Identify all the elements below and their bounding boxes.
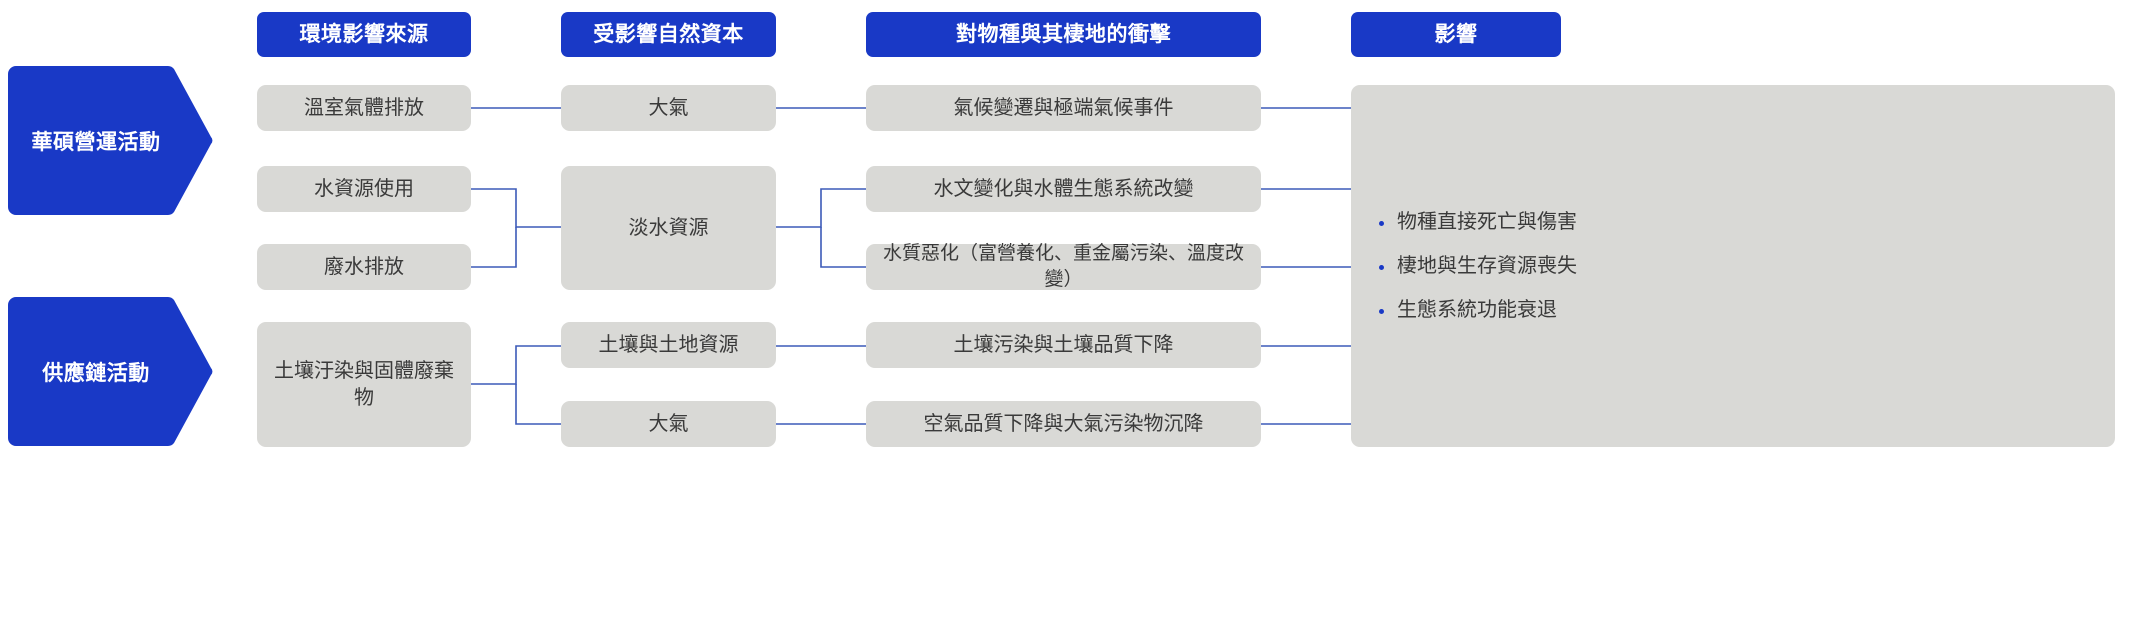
species-impact-box-hydrology-label: 水文變化與水體生態系統改變 [933, 177, 1194, 200]
chevron-shape-supply-chain [8, 297, 213, 446]
outcome-list: 物種直接死亡與傷害 棲地與生存資源喪失 生態系統功能衰退 [1375, 212, 1577, 320]
column-header-sources-label: 環境影響來源 [299, 22, 429, 46]
capital-box-freshwater-label: 淡水資源 [628, 216, 709, 239]
outcome-box: 物種直接死亡與傷害 棲地與生存資源喪失 生態系統功能衰退 [1351, 85, 2115, 447]
column-header-outcome-label: 影響 [1434, 22, 1478, 46]
driver-operations: 華碩營運活動 [8, 66, 213, 215]
species-impact-box-hydrology: 水文變化與水體生態系統改變 [866, 166, 1261, 212]
capital-box-atmosphere-top: 大氣 [561, 85, 776, 131]
source-box-soil-waste: 土壤汙染與固體廢棄物 [257, 322, 471, 447]
source-box-ghg: 溫室氣體排放 [257, 85, 471, 131]
source-box-ghg-label: 溫室氣體排放 [304, 96, 424, 119]
capital-box-soil-land-label: 土壤與土地資源 [598, 333, 739, 356]
outcome-list-item: 生態系統功能衰退 [1375, 300, 1577, 320]
species-impact-box-air-quality-label: 空氣品質下降與大氣污染物沉降 [923, 412, 1204, 435]
source-box-wastewater: 廢水排放 [257, 244, 471, 290]
species-impact-box-water-quality-label: 水質惡化（富營養化、重金屬污染、溫度改變） [882, 243, 1244, 290]
chevron-shape-operations [8, 66, 213, 215]
species-impact-box-soil-quality-label: 土壤污染與土壤品質下降 [953, 333, 1174, 356]
source-box-soil-waste-label: 土壤汙染與固體廢棄物 [274, 359, 454, 409]
capital-box-atmosphere-bottom-label: 大氣 [648, 412, 689, 435]
capital-box-atmosphere-top-label: 大氣 [648, 96, 689, 119]
column-header-natural-capital: 受影響自然資本 [561, 12, 776, 57]
source-box-wastewater-label: 廢水排放 [324, 255, 404, 278]
species-impact-box-climate: 氣候變遷與極端氣候事件 [866, 85, 1261, 131]
species-impact-box-climate-label: 氣候變遷與極端氣候事件 [953, 96, 1174, 119]
capital-box-atmosphere-bottom: 大氣 [561, 401, 776, 447]
column-header-outcome: 影響 [1351, 12, 1561, 57]
outcome-list-item: 物種直接死亡與傷害 [1375, 212, 1577, 232]
column-header-species-impact: 對物種與其棲地的衝擊 [866, 12, 1261, 57]
source-box-water-use: 水資源使用 [257, 166, 471, 212]
driver-supply-chain: 供應鏈活動 [8, 297, 213, 446]
capital-box-soil-land: 土壤與土地資源 [561, 322, 776, 368]
column-header-natural-capital-label: 受影響自然資本 [593, 22, 744, 46]
source-box-water-use-label: 水資源使用 [314, 177, 414, 200]
species-impact-box-water-quality: 水質惡化（富營養化、重金屬污染、溫度改變） [866, 243, 1261, 290]
column-header-species-impact-label: 對物種與其棲地的衝擊 [956, 22, 1171, 46]
species-impact-box-soil-quality: 土壤污染與土壤品質下降 [866, 322, 1261, 368]
outcome-list-item: 棲地與生存資源喪失 [1375, 256, 1577, 276]
column-header-sources: 環境影響來源 [257, 12, 471, 57]
species-impact-box-air-quality: 空氣品質下降與大氣污染物沉降 [866, 401, 1261, 447]
capital-box-freshwater: 淡水資源 [561, 166, 776, 290]
